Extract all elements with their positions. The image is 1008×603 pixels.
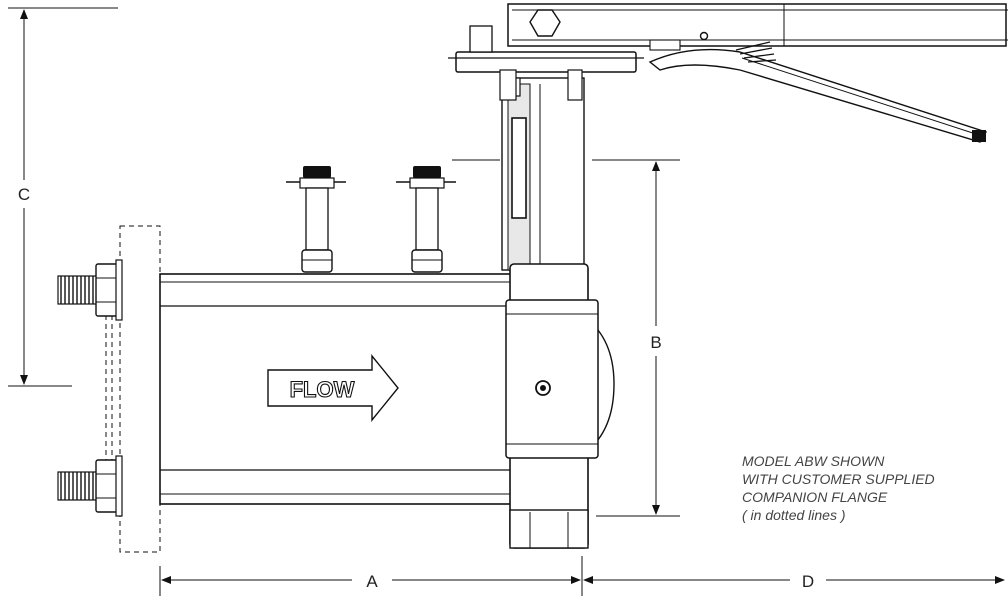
valve-housing: [505, 263, 615, 549]
dimension-b: B: [452, 159, 680, 517]
lower-stud-bolt: [57, 455, 123, 517]
note-line-4: ( in dotted lines ): [742, 507, 846, 523]
dimension-d: D: [583, 572, 1005, 591]
note-line-2: WITH CUSTOMER SUPPLIED: [742, 471, 935, 487]
flow-label: FLOW: [290, 377, 355, 402]
note-line-3: COMPANION FLANGE: [742, 489, 888, 505]
dimension-c: C: [8, 7, 118, 387]
top-plate: [448, 25, 644, 101]
dimension-b-label: B: [650, 333, 661, 352]
fitting-right: [396, 166, 456, 273]
model-note: MODEL ABW SHOWN WITH CUSTOMER SUPPLIED C…: [742, 452, 1004, 524]
actuator-frame: [507, 3, 1008, 51]
dimension-a-label: A: [366, 572, 378, 591]
dimension-d-label: D: [802, 572, 814, 591]
upper-stud-bolt: [57, 259, 123, 321]
valve-bonnet: [501, 77, 585, 271]
operating-handle: [648, 41, 988, 143]
dimension-c-label: C: [18, 185, 30, 204]
fitting-left: [286, 166, 346, 273]
note-line-1: MODEL ABW SHOWN: [742, 453, 885, 469]
dimension-a: A: [159, 556, 583, 596]
flow-arrow: FLOW: [267, 354, 399, 422]
